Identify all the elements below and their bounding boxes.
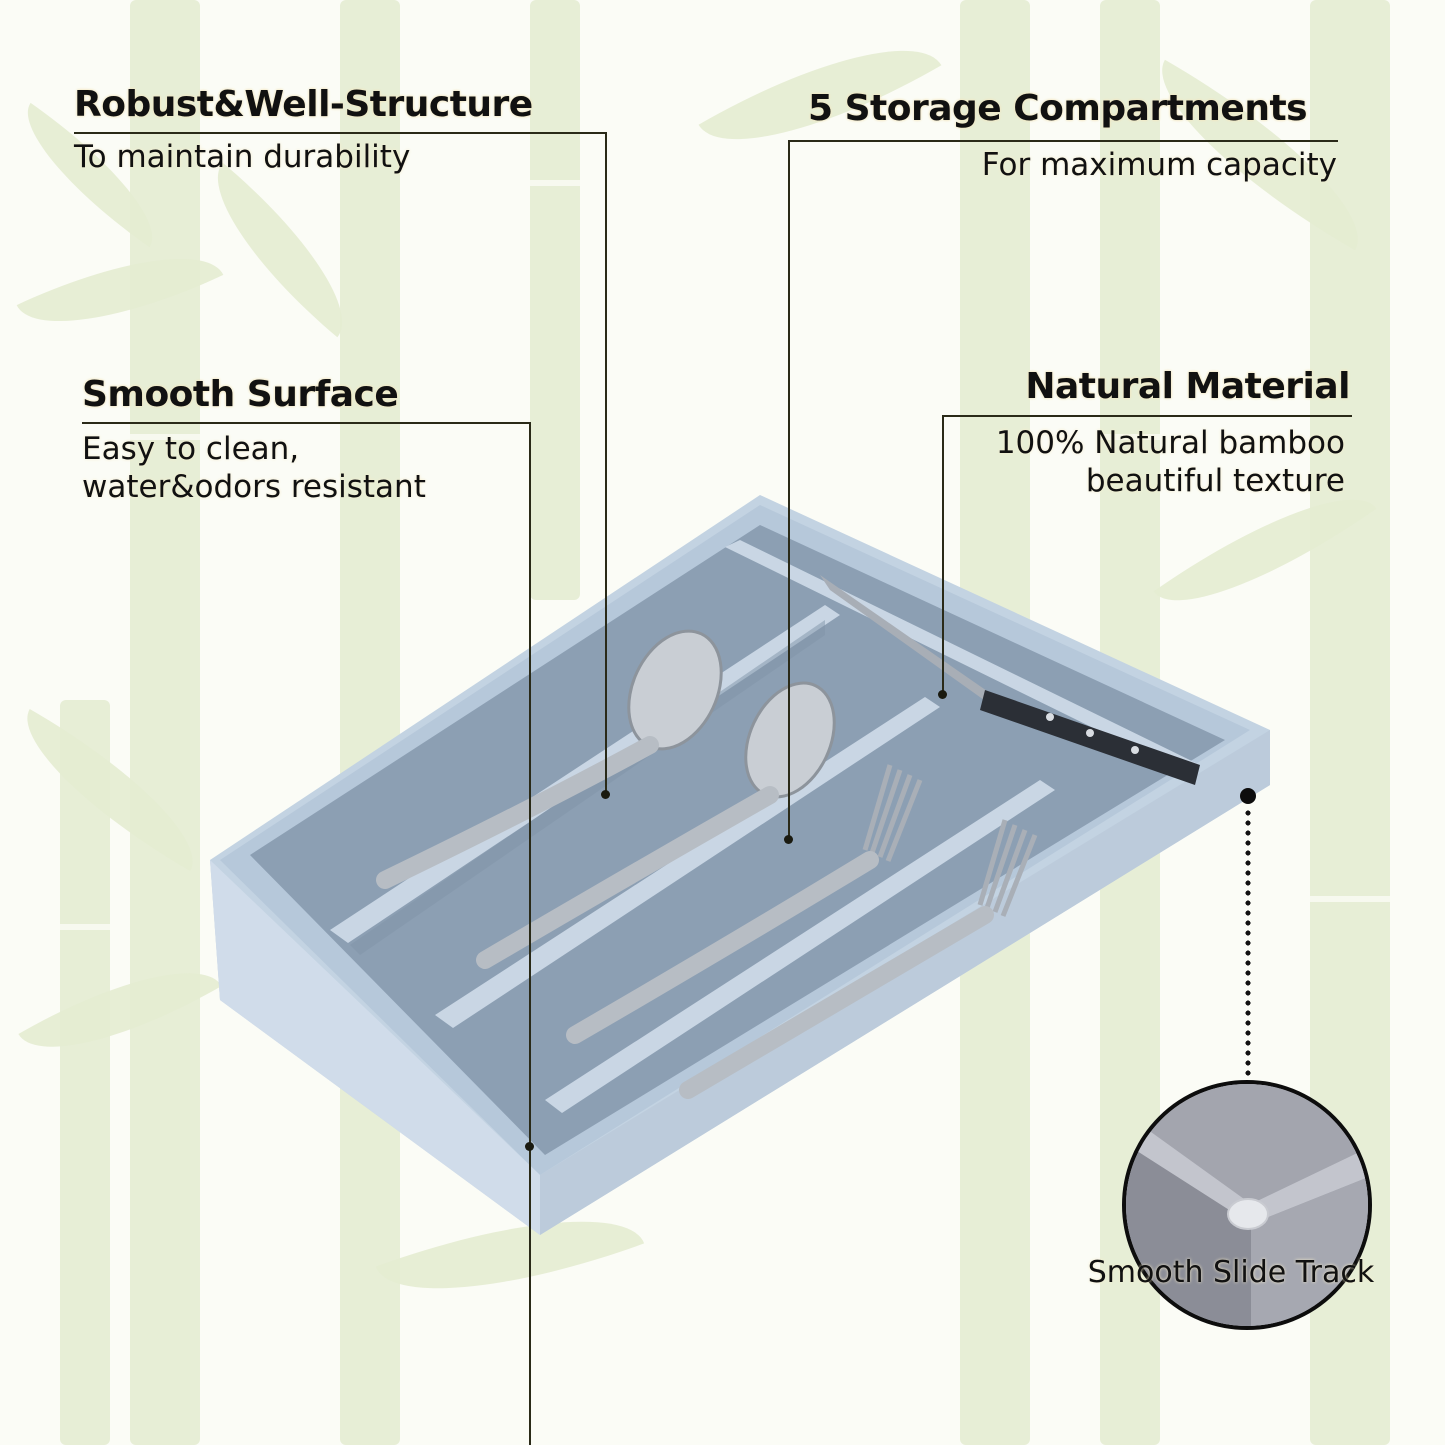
feature-title: Smooth Surface [82,374,399,415]
dotted-leader-line [1245,808,1251,1080]
callout-leader-line [605,132,607,794]
callout-anchor-dot [938,690,947,699]
callout-underline [82,422,530,424]
callout-leader-line [529,422,531,1445]
callout-leader-line [942,415,944,695]
detail-caption: Smooth Slide Track [1087,1255,1375,1290]
callout-underline [942,415,1352,417]
slide-track-closeup [1122,1080,1372,1330]
callout-underline [74,132,606,134]
callout-leader-line [788,140,790,840]
feature-description: To maintain durability [74,139,411,175]
callout-anchor-dot [601,790,610,799]
cutlery-tray-illustration [210,495,1270,1235]
detail-anchor-dot [1240,788,1256,804]
feature-title: 5 Storage Compartments [808,88,1308,129]
feature-title: Natural Material [1025,366,1350,407]
feature-description-line-1: Easy to clean, [82,431,300,467]
slide-track-corner-illustration [1126,1084,1368,1326]
callout-anchor-dot [525,1142,534,1151]
feature-description: For maximum capacity [981,147,1337,183]
feature-description-line-1: 100% Natural bamboo [995,425,1345,461]
feature-description-line-2: beautiful texture [1085,463,1345,499]
feature-title: Robust&Well-Structure [74,84,533,125]
feature-description-line-2: water&odors resistant [82,469,426,505]
callout-underline [788,140,1338,142]
callout-anchor-dot [784,835,793,844]
